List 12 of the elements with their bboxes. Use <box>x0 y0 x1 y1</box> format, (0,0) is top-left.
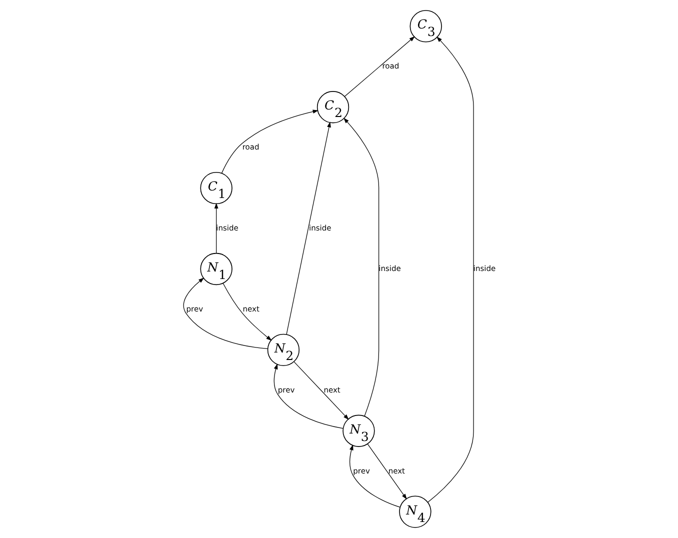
arrow <box>273 364 343 429</box>
arrow <box>427 36 474 503</box>
arrow <box>182 278 268 350</box>
arrow <box>344 36 414 97</box>
arrow <box>214 202 218 254</box>
arrow <box>286 122 330 335</box>
arrow <box>366 444 406 500</box>
arrow <box>342 118 379 416</box>
arrow <box>220 110 318 174</box>
arrow <box>293 361 348 420</box>
arrow <box>349 444 400 508</box>
arrow <box>222 282 272 341</box>
